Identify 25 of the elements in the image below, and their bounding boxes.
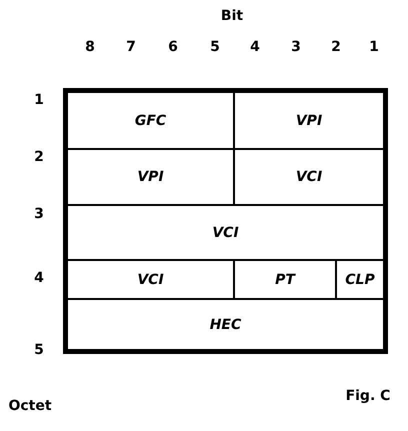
figure-caption: Fig. C bbox=[346, 388, 390, 404]
field-name: VCI bbox=[296, 169, 322, 185]
bit-number: 8 bbox=[85, 39, 95, 55]
field-name: CLP bbox=[345, 272, 375, 288]
bit-number: 3 bbox=[291, 39, 301, 55]
field-name: VPI bbox=[137, 169, 164, 185]
octet-number: 3 bbox=[34, 206, 44, 222]
field-name: VCI bbox=[212, 224, 239, 240]
field-name: PT bbox=[275, 272, 295, 288]
octet-number: 5 bbox=[34, 342, 44, 358]
bit-number: 2 bbox=[331, 39, 341, 55]
bit-number: 1 bbox=[369, 39, 379, 55]
bit-number: 4 bbox=[250, 39, 260, 55]
field-name: VPI bbox=[296, 112, 322, 128]
octet-number: 2 bbox=[34, 149, 44, 165]
field-name: GFC bbox=[134, 112, 166, 128]
axis-title: Octet bbox=[8, 398, 52, 414]
field-name: VCI bbox=[137, 272, 164, 288]
bit-number: 5 bbox=[210, 39, 220, 55]
axis-title: Bit bbox=[220, 8, 244, 24]
octet-number: 4 bbox=[34, 270, 44, 286]
octet-number: 1 bbox=[34, 92, 44, 108]
bit-number: 7 bbox=[126, 39, 136, 55]
field-name: HEC bbox=[210, 316, 242, 332]
bit-number: 6 bbox=[168, 39, 178, 55]
